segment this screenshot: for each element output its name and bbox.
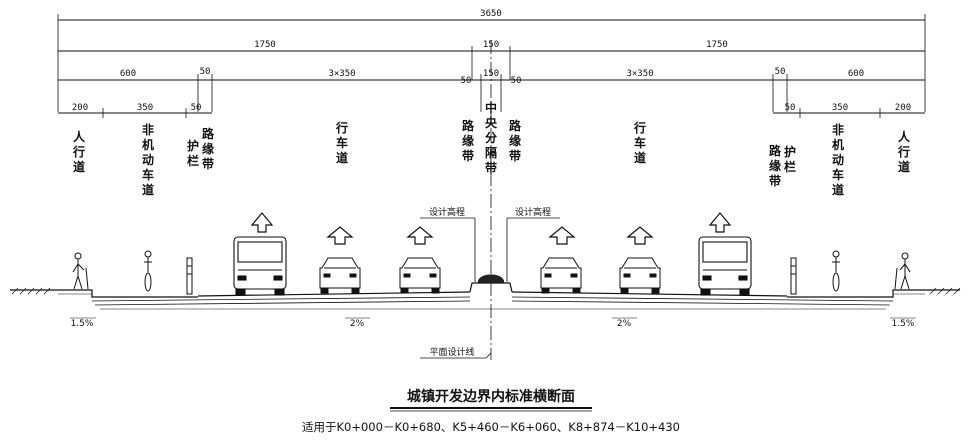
dim-median-curb-right-label: 50 [511,76,522,86]
design-elev-right-label: 设计高程 [515,206,551,218]
dim-right-guard-label: 50 [775,67,786,77]
slope-right-road: 2% [617,319,632,329]
car-icon [619,257,661,294]
design-elevation-left: 设计高程 [420,206,476,282]
dim-right-side-label: 600 [848,69,864,79]
slope-right-sidewalk: 1.5% [892,319,915,329]
guardrail-right-icon [790,257,797,295]
zone-label-left-bike: 非机动车道 [142,122,154,197]
dim-right-sidewalk-label: 200 [895,103,911,113]
ground-hatch [11,287,961,295]
dim-right-bike-label: 350 [832,103,848,113]
drawing-subtitle: 适用于K0+000－K0+680、K5+460－K6+060、K8+874－K1… [302,420,680,434]
plan-line-label: 平面设计线 [429,346,474,358]
guardrail-left-icon [186,257,193,295]
dim-right-rail-label: 50 [785,103,796,113]
zone-label-left-sidewalk: 人行道 [72,129,86,174]
plan-design-line: 平面设计线 [420,40,492,360]
pedestrian-left-icon [72,252,89,290]
car-icon [540,257,582,294]
zone-label-right-green: 路缘带 [769,143,782,188]
dim-total-label: 3650 [480,9,502,19]
arrow-up-icon [250,212,274,233]
car-icon [319,257,361,294]
dim-left-guard-label: 50 [200,67,211,77]
title-block: 城镇开发边界内标准横断面 适用于K0+000－K0+680、K5+460－K6+… [302,388,680,434]
zone-label-left-green: 路缘带 [202,126,215,171]
dim-left-sidewalk-label: 200 [72,103,88,113]
zone-label-right-roadway: 行车道 [633,120,646,165]
median-shrub-icon [477,274,505,284]
zone-label-right-rail: 护栏 [784,144,796,174]
pedestrian-right-icon [894,252,911,290]
design-elevation-right: 设计高程 [506,206,560,282]
dim-row-4: 200 350 50 50 350 200 [58,103,925,118]
zone-label-right-sidewalk: 人行道 [897,129,911,174]
zone-label-median-right-green: 路缘带 [509,118,522,163]
arrow-up-icon [406,226,434,245]
dim-left-bike-label: 350 [137,103,153,113]
arrow-up-icon [548,226,576,245]
dim-half-left-label: 1750 [254,40,276,50]
zone-label-left-rail: 护栏 [187,138,199,168]
arrow-up-icon [326,226,354,245]
dim-half-right-label: 1750 [706,40,728,50]
zone-label-median-left-green: 路缘带 [462,118,475,163]
cyclist-left-icon [144,250,152,292]
drawing-title: 城镇开发边界内标准横断面 [407,388,575,405]
dim-total: 3650 [57,9,926,112]
slope-left-road: 2% [350,319,365,329]
cyclist-right-icon [832,250,840,292]
zone-label-median: 中央分隔带 [485,100,498,175]
slope-left-sidewalk: 1.5% [71,319,94,329]
direction-arrows [250,212,732,245]
dim-median-curb-left-label: 50 [461,76,472,86]
arrow-up-icon [708,212,732,233]
zone-label-left-roadway: 行车道 [335,120,348,165]
arrow-up-icon [626,226,654,245]
design-elev-left-label: 设计高程 [429,206,465,218]
zone-labels: 人行道非机动车道护栏路缘带行车道路缘带中央分隔带路缘带行车道路缘带护栏非机动车道… [72,100,911,197]
dim-left-rail-label: 50 [191,103,202,113]
road-surface [10,282,960,310]
dim-left-side-label: 600 [120,69,136,79]
zone-label-right-bike: 非机动车道 [832,122,844,197]
dim-left-lanes-label: 3×350 [328,69,355,79]
bus-left-icon [233,236,287,296]
dim-right-lanes-label: 3×350 [626,69,653,79]
slope-labels: 1.5% 2% 2% 1.5% [70,317,916,329]
car-icon [399,257,441,294]
bus-right-icon [698,236,752,296]
